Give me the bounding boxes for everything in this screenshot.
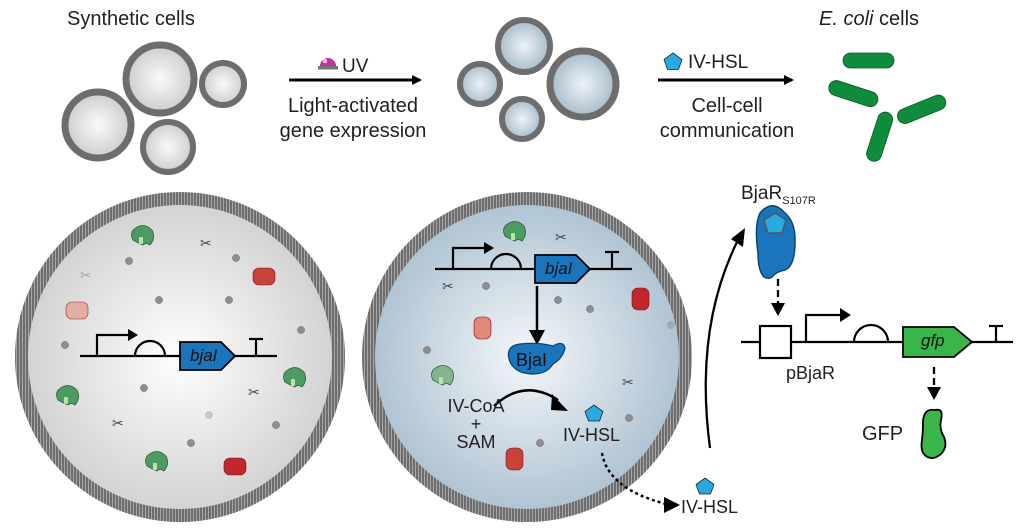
substrate-sam-label: SAM: [456, 432, 496, 452]
small-molecule: [140, 384, 148, 392]
ecoli-rod: [842, 52, 895, 69]
rnap-icon: [65, 301, 89, 320]
bound-iv-hsl-icon: [763, 212, 787, 234]
scissors-icon: ✂: [555, 230, 567, 246]
ribosome-icon: [145, 451, 168, 472]
small-molecule: [482, 282, 490, 290]
pbjar-operator-box: [758, 324, 793, 360]
ecoli-species-name: E. coli: [819, 8, 874, 30]
ecoli-cells-group: [828, 52, 947, 162]
ribosome-icon: [431, 365, 454, 386]
middle-bjai-gene-label: bjaI: [545, 259, 573, 278]
ecoli-cells-label: E. coli cells: [819, 9, 919, 29]
scissors-icon: ✂: [80, 268, 92, 284]
synthetic-cells-group: [61, 41, 247, 175]
bjai-gene-block: [179, 341, 237, 371]
vesicle: [199, 60, 247, 108]
small-molecule: [61, 341, 69, 349]
uninduced-synthetic-cell: ✂ ✂ ✂ ✂: [15, 192, 345, 522]
pentagon-icon: [663, 52, 683, 70]
scissors-icon: ✂: [622, 375, 634, 391]
vesicle: [499, 96, 545, 142]
rnap-icon: [473, 316, 492, 340]
scissors-icon: ✂: [248, 385, 260, 401]
reaction-arrow: [493, 389, 559, 407]
uv-signal-label: UV: [342, 56, 369, 77]
small-molecule: [667, 321, 675, 329]
bjai-enzyme-label: BjaI: [516, 350, 548, 370]
rnap-icon: [505, 447, 524, 471]
synthetic-cells-label: Synthetic cells: [67, 8, 195, 30]
bjar-receptor-label: BjaRS107R: [741, 184, 816, 207]
induced-synthetic-cell: ✂ ✂ ✂: [362, 192, 692, 522]
small-molecule: [205, 411, 213, 419]
rnap-icon: [631, 287, 650, 311]
ecoli-rod: [866, 111, 894, 162]
uv-lamp-icon: [318, 58, 338, 70]
gfp-gene-label: gfp: [921, 331, 945, 350]
vesicle: [495, 17, 553, 75]
activated-cells-group: [457, 17, 620, 142]
gfp-gene-block: [902, 326, 974, 358]
small-molecule: [536, 439, 544, 447]
bjai-gene-block: [534, 254, 592, 284]
exported-iv-hsl-label: IV-HSL: [681, 497, 739, 517]
vesicle: [140, 119, 196, 175]
ecoli-rod: [897, 94, 947, 124]
step2-caption-line1: Cell-cell: [691, 95, 763, 117]
small-molecule: [232, 254, 240, 262]
ribosome-icon: [56, 385, 79, 406]
small-molecule: [586, 305, 594, 313]
scissors-icon: ✂: [112, 416, 124, 432]
export-arrow-dotted: [600, 452, 667, 506]
bjai-enzyme-blob: [507, 342, 566, 375]
small-molecule: [155, 296, 163, 304]
ecoli-cells-suffix: cells: [873, 8, 920, 30]
uptake-arrow: [704, 239, 740, 449]
left-bjai-gene-label: bjaI: [190, 346, 218, 365]
small-molecule: [125, 257, 133, 265]
gene-circuit-bjai-induced: [435, 242, 632, 271]
step2-caption-line2: communication: [659, 120, 795, 142]
substrate-plus-label: +: [470, 414, 482, 434]
vesicle: [546, 47, 620, 121]
bjar-mutation-subscript: S107R: [782, 194, 816, 207]
small-molecule: [225, 296, 233, 304]
ribosome-icon: [131, 225, 154, 246]
small-molecule: [625, 414, 633, 422]
gfp-protein-label: GFP: [862, 423, 904, 445]
small-molecule: [187, 439, 195, 447]
small-molecule: [297, 326, 305, 334]
iv-hsl-signal-label: IV-HSL: [688, 52, 749, 73]
gfp-protein-blob: [920, 408, 947, 459]
small-molecule: [554, 296, 562, 304]
gene-circuit-bjai: [80, 329, 277, 358]
bjar-name: BjaR: [741, 183, 783, 204]
substrate-ivcoa-label: IV-CoA: [447, 396, 505, 416]
ecoli-rod: [828, 80, 879, 108]
step1-caption-line2: gene expression: [279, 120, 427, 142]
vesicle: [457, 61, 503, 107]
small-molecule: [272, 421, 280, 429]
vesicle: [61, 88, 135, 162]
exported-iv-hsl-icon: [695, 477, 715, 495]
small-molecule: [423, 346, 431, 354]
rnap-icon: [223, 457, 247, 476]
step1-caption-line1: Light-activated: [287, 95, 419, 117]
scissors-icon: ✂: [200, 236, 212, 252]
pbjar-promoter-label: pBjaR: [786, 363, 836, 383]
scissors-icon: ✂: [442, 279, 454, 295]
vesicle: [122, 41, 198, 117]
ribosome-icon: [283, 367, 306, 388]
ribosome-icon: [503, 221, 526, 242]
iv-hsl-product-icon: [584, 404, 604, 422]
rnap-icon: [252, 267, 276, 286]
iv-hsl-product-label: IV-HSL: [563, 425, 621, 445]
